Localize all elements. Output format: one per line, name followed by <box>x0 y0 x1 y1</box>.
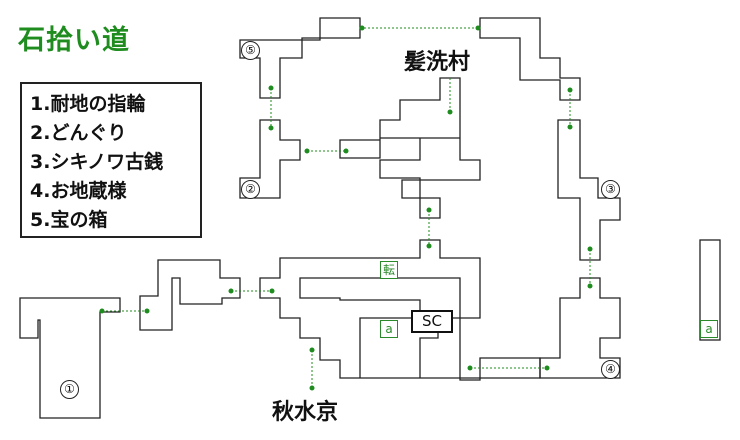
badge-a-center: a <box>380 320 398 338</box>
room-2 <box>239 119 301 199</box>
legend-item: 4.お地蔵様 <box>30 180 127 202</box>
marker-2: ② <box>241 180 260 199</box>
room-central <box>259 239 541 381</box>
marker-5: ⑤ <box>241 41 260 60</box>
room-north-corridor <box>339 77 481 219</box>
marker-3: ③ <box>601 180 620 199</box>
legend-item: 2.どんぐり <box>30 122 127 144</box>
room-west <box>139 259 241 331</box>
marker-4: ④ <box>601 360 620 379</box>
legend-item: 3.シキノワ古銭 <box>30 151 164 173</box>
legend-item: 1.耐地の指輪 <box>30 93 146 115</box>
legend-box: 1.耐地の指輪 2.どんぐり 3.シキノワ古銭 4.お地蔵様 5.宝の箱 <box>20 82 202 238</box>
start-marker: SC <box>411 310 453 333</box>
map-title: 石拾い道 <box>18 25 130 56</box>
room-isolated <box>699 239 721 341</box>
badge-a-right: a <box>700 320 718 338</box>
place-label-south: 秋水京 <box>272 400 339 425</box>
room-1 <box>19 297 121 419</box>
room-northeast <box>479 17 581 101</box>
badge-ten: 転 <box>380 261 398 279</box>
place-label-north: 髪洗村 <box>404 50 471 75</box>
marker-1: ① <box>60 380 79 399</box>
room-4 <box>539 277 621 379</box>
legend-item: 5.宝の箱 <box>30 209 108 231</box>
room-5-2 <box>239 17 361 99</box>
room-3 <box>557 119 621 261</box>
